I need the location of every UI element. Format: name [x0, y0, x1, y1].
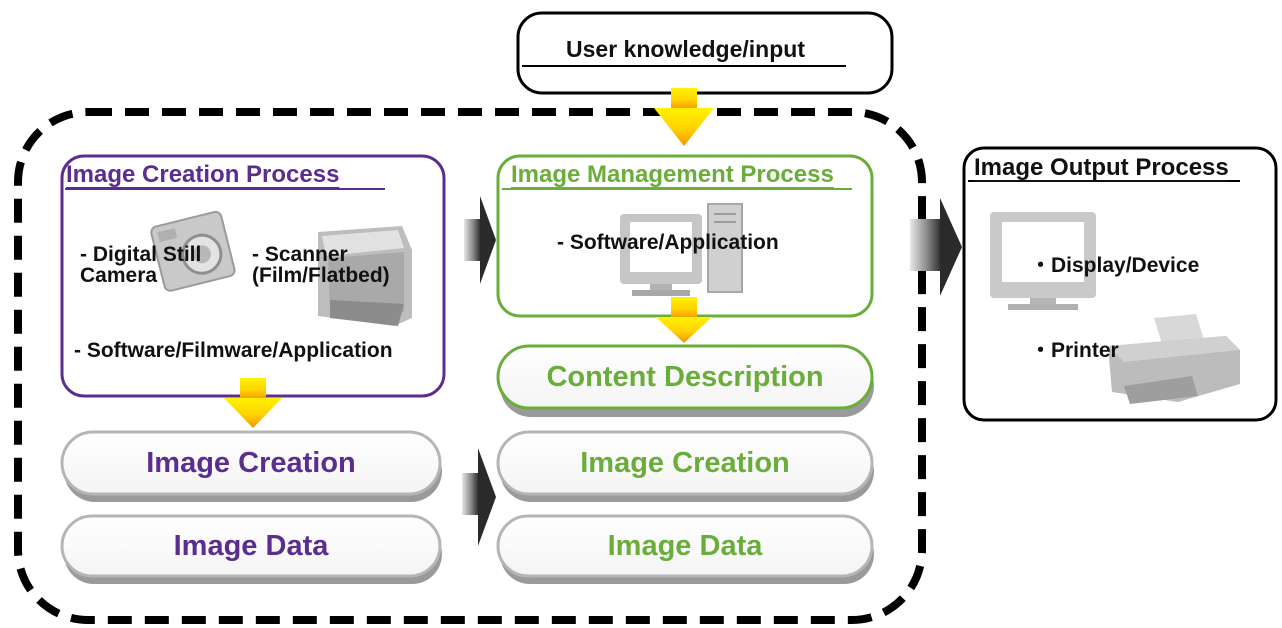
monitor-icon — [990, 212, 1096, 310]
arrow-right-management-to-output — [910, 198, 962, 296]
arrow-right-data-transfer — [462, 448, 496, 546]
printer-label: ・Printer — [1030, 339, 1119, 362]
arrow-down-management — [656, 297, 712, 343]
content-description-label: Content Description — [546, 361, 824, 393]
arrow-right-creation-to-management — [464, 196, 496, 284]
user-input-box — [516, 11, 894, 95]
system-boundary — [14, 108, 926, 624]
user-input-label: User knowledge/input — [566, 36, 805, 62]
creation-image-creation-pill — [60, 430, 442, 502]
arrow-down-user-input — [654, 88, 714, 146]
creation-software-label: - Software/Filmware/Application — [74, 339, 393, 362]
creation-image-data-label: Image Data — [173, 530, 329, 562]
printer-icon — [1108, 314, 1240, 404]
content-description-pill — [496, 344, 874, 417]
management-image-data-label: Image Data — [607, 530, 763, 562]
digital-camera-icon — [150, 210, 236, 292]
management-image-data-pill — [496, 514, 874, 584]
scanner-item-label: - Scanner (Film/Flatbed) — [252, 243, 390, 287]
display-device-label: ・Display/Device — [1030, 254, 1200, 277]
output-process-title: Image Output Process — [974, 154, 1229, 181]
camera-item-label: - Digital Still Camera — [80, 243, 202, 287]
management-process-title: Image Management Process — [511, 161, 834, 188]
creation-image-creation-label: Image Creation — [146, 447, 356, 479]
creation-process-title: Image Creation Process — [66, 161, 340, 188]
management-software-label: - Software/Application — [557, 231, 779, 254]
creation-image-data-pill — [60, 514, 442, 584]
management-image-creation-pill — [496, 430, 874, 502]
management-image-creation-label: Image Creation — [580, 447, 790, 479]
scanner-icon — [318, 226, 412, 326]
desktop-computer-icon — [620, 203, 743, 296]
arrow-down-creation — [224, 378, 282, 428]
